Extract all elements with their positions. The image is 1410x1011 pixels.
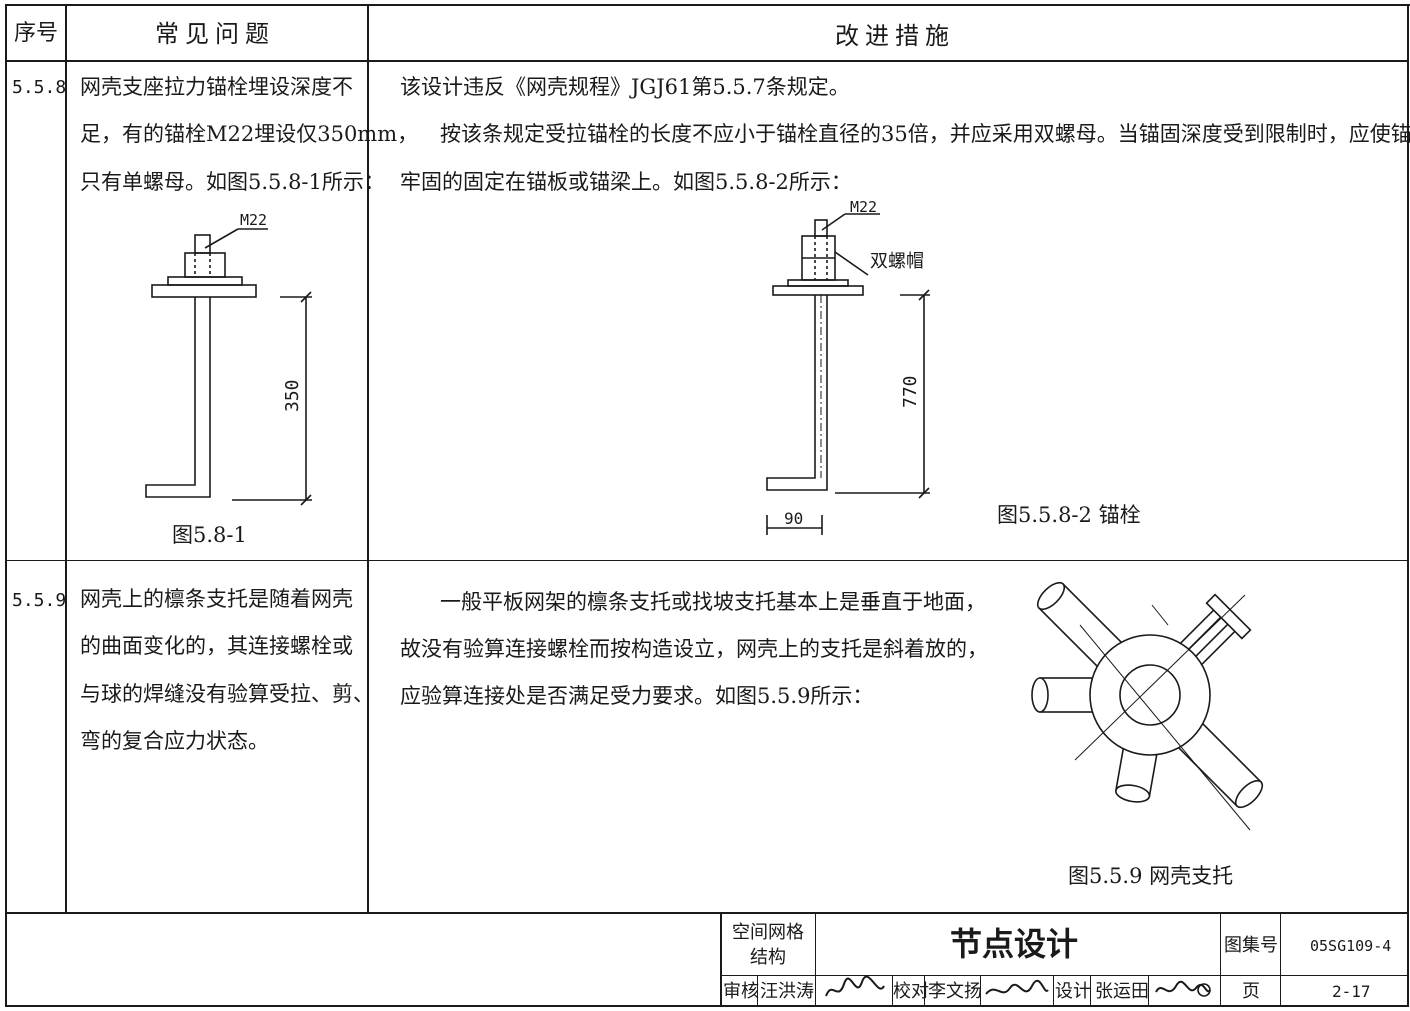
fig2-leader-m22 [821,213,846,231]
row2-problem-line3: 与球的焊缝没有验算受拉、剪、 [80,682,374,706]
row2-problem-line1: 网壳上的檩条支托是随着网壳 [80,587,353,611]
row1-no: 5.5.8 [12,77,67,98]
row1-problem-line3: 只有单螺母。如图5.5.8-1所示： [80,170,385,194]
tb-title: 节点设计 [950,925,1079,963]
fig2-nut-label: 双螺帽 [870,251,924,272]
fig1-anchor-rod [145,297,211,498]
fig2-caption: 图5.5.8-2 锚栓 [997,503,1141,527]
tb-left [720,912,722,1007]
row-divider [5,560,1409,561]
row2-no: 5.5.9 [12,590,67,611]
fig3-caption: 图5.5.9 网壳支托 [1068,864,1234,888]
row2-problem-line4: 弯的复合应力状态。 [80,729,269,753]
tb-col-3 [1280,912,1281,1007]
fig2-plate [772,285,864,296]
fig3-ball-inner [1119,664,1181,726]
tb-review-name: 汪洪涛 [760,981,814,1002]
row2-measure-line3: 应验算连接处是否满足受力要求。如图5.5.9所示： [400,684,874,708]
table-bottom [5,912,1409,914]
tb-sub-1 [757,975,758,1006]
fig1-leader [204,228,239,249]
fig2-width-label: 90 [784,509,803,528]
row2-problem-line2: 的曲面变化的，其连接螺栓或 [80,634,353,658]
header-no: 序号 [14,21,59,46]
tb-sub-8 [1148,975,1149,1006]
fig2-anchor-rod [766,295,828,491]
tb-sub-6 [1053,975,1054,1006]
tb-check-label: 校对 [893,981,929,1002]
header-divider [5,60,1409,62]
tb-atlas-label: 图集号 [1224,935,1278,956]
col-divider-2 [367,4,369,913]
fig1-caption: 图5.8-1 [172,523,247,547]
tb-review-label: 审核 [723,981,759,1002]
row2-measure-line2: 故没有验算连接螺栓而按构造设立，网壳上的支托是斜着放的， [400,637,988,661]
tb-sub-4 [924,975,925,1006]
tb-category-line2: 结构 [750,947,786,968]
tb-row-divider [720,975,1409,976]
tb-col-2 [1220,912,1221,1007]
tb-sub-3 [892,975,893,1006]
fig2-bolt-label: M22 [850,198,877,216]
frame-bottom [5,1005,1409,1007]
row1-measure-line1: 该设计违反《网壳规程》JGJ61第5.5.7条规定。 [400,75,850,99]
row1-problem-line1: 网壳支座拉力锚栓埋设深度不 [80,75,353,99]
frame-top [5,4,1410,6]
frame-right [1407,4,1409,1007]
header-problem: 常见问题 [155,20,275,48]
tb-check-signature [984,976,1050,1009]
tb-sub-7 [1090,975,1091,1006]
header-measure: 改进措施 [835,22,955,50]
tb-review-signature [822,975,888,1009]
tb-sub-2 [815,975,816,1006]
row1-problem-line2: 足，有的锚栓M22埋设仅350mm， [80,122,419,146]
tb-page-label: 页 [1242,981,1260,1002]
fig2-leader-nut [834,251,869,276]
col-divider-1 [65,4,67,913]
tb-sub-5 [980,975,981,1006]
row1-measure-line3: 牢固的固定在锚板或锚梁上。如图5.5.8-2所示： [400,170,852,194]
tb-design-label: 设计 [1055,981,1091,1002]
tb-check-name: 李文扬 [928,981,982,1002]
fig1-bolt-label: M22 [240,211,267,229]
tb-design-signature [1152,976,1214,1009]
tb-col-1 [815,912,816,976]
fig1-dim-label: 350 [282,379,303,412]
row2-measure-line1: 一般平板网架的檩条支托或找坡支托基本上是垂直于地面， [440,590,986,614]
tb-atlas-no: 05SG109-4 [1310,937,1392,955]
fig2-dim-label: 770 [900,375,921,408]
frame-left [5,4,7,1007]
tb-design-name: 张运田 [1095,981,1149,1002]
tb-page-no: 2-17 [1332,982,1371,1001]
fig1-plate [151,284,257,298]
row1-measure-line2: 按该条规定受拉锚栓的长度不应小于锚栓直径的35倍，并应采用双螺母。当锚固深度受到… [440,122,1410,146]
tb-category-line1: 空间网格 [732,922,804,943]
